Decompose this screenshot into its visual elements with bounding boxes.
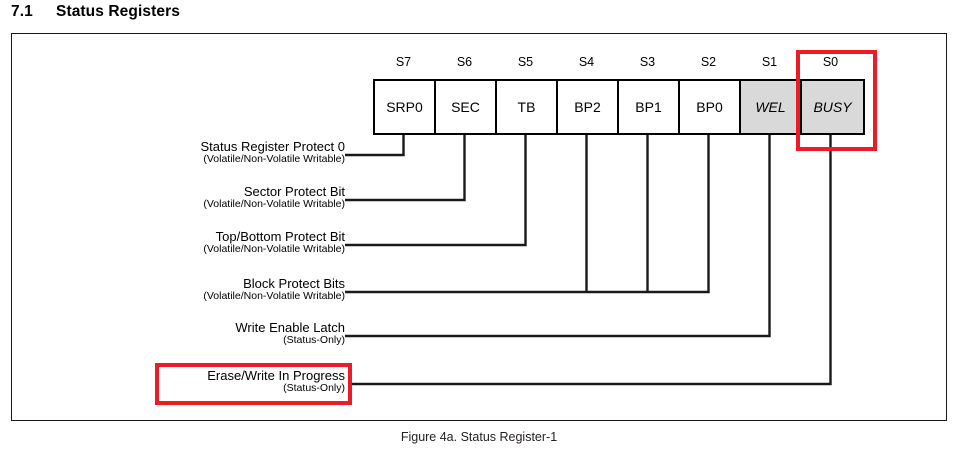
description-wel-title: Write Enable Latch	[235, 320, 345, 335]
highlight-box-s0-column	[796, 50, 877, 151]
status-register-row: SRP0 SEC TB BP2 BP1 BP0 WEL BUSY	[373, 79, 865, 135]
bit-index-s7: S7	[395, 55, 412, 69]
register-cell-bp0: BP0	[680, 81, 741, 133]
bit-index-s3: S3	[639, 55, 656, 69]
description-wel: Write Enable Latch (Status-Only)	[45, 320, 345, 347]
register-cell-bp2: BP2	[558, 81, 619, 133]
figure-caption: Figure 4a. Status Register-1	[400, 430, 558, 444]
page-title: Status Registers	[56, 3, 180, 20]
description-sec-sub: (Volatile/Non-Volatile Writable)	[203, 198, 345, 211]
register-cell-busy: BUSY	[802, 81, 863, 133]
description-busy-title: Erase/Write In Progress	[207, 368, 345, 383]
bit-index-s2: S2	[700, 55, 717, 69]
description-srp0: Status Register Protect 0 (Volatile/Non-…	[45, 139, 345, 166]
description-srp0-title: Status Register Protect 0	[200, 139, 345, 154]
description-tb: Top/Bottom Protect Bit (Volatile/Non-Vol…	[45, 229, 345, 256]
bit-index-s4: S4	[578, 55, 595, 69]
bit-index-s5: S5	[517, 55, 534, 69]
description-wel-sub: (Status-Only)	[283, 334, 345, 347]
description-bp: Block Protect Bits (Volatile/Non-Volatil…	[45, 276, 345, 303]
bit-index-s0: S0	[822, 55, 839, 69]
highlight-box-busy-label	[155, 363, 352, 405]
description-tb-sub: (Volatile/Non-Volatile Writable)	[203, 243, 345, 256]
description-bp-title: Block Protect Bits	[243, 276, 345, 291]
description-sec: Sector Protect Bit (Volatile/Non-Volatil…	[45, 184, 345, 211]
description-bp-sub: (Volatile/Non-Volatile Writable)	[203, 290, 345, 303]
description-sec-title: Sector Protect Bit	[243, 184, 345, 199]
description-tb-title: Top/Bottom Protect Bit	[215, 229, 345, 244]
description-srp0-sub: (Volatile/Non-Volatile Writable)	[203, 153, 345, 166]
bit-index-s6: S6	[456, 55, 473, 69]
register-cell-tb: TB	[497, 81, 558, 133]
page-heading: 7.1 Status Registers	[11, 3, 180, 21]
register-cell-bp1: BP1	[619, 81, 680, 133]
register-cell-wel: WEL	[741, 81, 802, 133]
description-busy-sub: (Status-Only)	[283, 382, 345, 395]
section-number: 7.1	[11, 3, 33, 20]
register-cell-srp0: SRP0	[375, 81, 436, 133]
description-busy: Erase/Write In Progress (Status-Only)	[52, 368, 345, 395]
bit-index-s1: S1	[761, 55, 778, 69]
register-cell-sec: SEC	[436, 81, 497, 133]
